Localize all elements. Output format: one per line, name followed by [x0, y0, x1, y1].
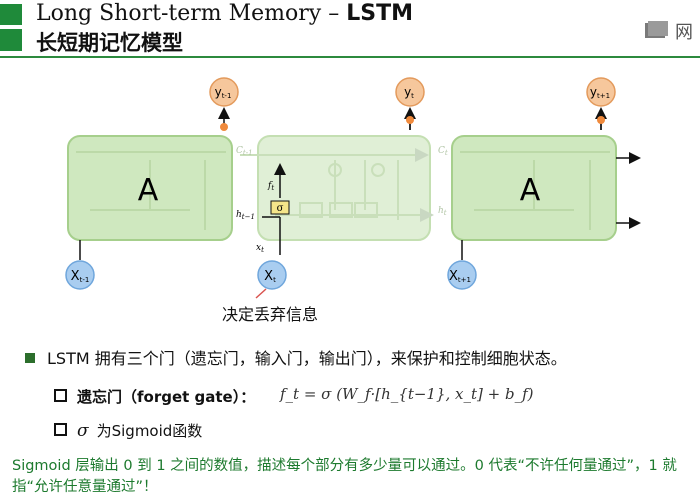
input-x-t: Xt [255, 260, 287, 299]
svg-text:Xt: Xt [264, 269, 276, 284]
label-h-prev: ht−1 [236, 210, 255, 221]
diagram-caption: 决定丢弃信息 [222, 305, 319, 324]
input-x-t-minus-1: Xt-1 [65, 240, 95, 290]
title-chinese: 长短期记忆模型 [36, 31, 183, 55]
svg-text:yt-1: yt-1 [215, 85, 232, 100]
checkbox-icon [54, 389, 67, 402]
bullet-square-icon [25, 353, 35, 363]
bullet-main: LSTM 拥有三个门（遗忘门，输入门，输出门），来保护和控制细胞状态。 [25, 345, 567, 369]
header-accent-bottom [0, 29, 22, 51]
output-y-t-plus-1: yt+1 [586, 77, 616, 130]
header-divider [0, 56, 700, 58]
label-x-t: xt [256, 243, 264, 254]
header-accent-top [0, 4, 22, 25]
lstm-cell-left: A [67, 135, 233, 241]
pointer-arrow [255, 288, 267, 299]
svg-text:Xt-1: Xt-1 [71, 269, 90, 284]
svg-text:yt: yt [404, 85, 414, 100]
svg-text:yt+1: yt+1 [590, 85, 610, 100]
input-x-t-plus-1: Xt+1 [447, 240, 477, 290]
sigmoid-description: Sigmoid 层输出 0 到 1 之间的数值，描述每个部分有多少量可以通过。0… [12, 458, 677, 495]
label-h-next: ht [438, 206, 447, 217]
svg-text:Xt+1: Xt+1 [449, 269, 471, 284]
title-english: Long Short-term Memory – LSTM [36, 1, 413, 26]
cell-label: A [520, 173, 541, 208]
output-y-t: yt [395, 77, 425, 130]
label-c-next: Ct [438, 146, 448, 157]
label-c-prev: Ct-1 [236, 146, 253, 157]
cell-label: A [138, 173, 159, 208]
checkbox-icon [54, 423, 67, 436]
label-f-t: ft [267, 181, 274, 192]
lstm-diagram: A σ ft ht−1 xt Ct-1 Ct ht [65, 77, 641, 299]
gate-sigma: σ [277, 203, 284, 214]
output-y-t-minus-1: yt-1 [209, 77, 239, 131]
lstm-cell-middle: σ ft ht−1 xt Ct-1 Ct ht [236, 135, 448, 255]
forget-gate-formula: f_t = σ (W_f·[h_{t−1}, x_t] + b_f) [280, 385, 534, 403]
sub-bullet-forget-gate: 遗忘门（forget gate）： [54, 386, 255, 407]
book-icon [645, 21, 668, 38]
corner-watermark-text: 网 [675, 22, 693, 43]
lstm-cell-right: A [451, 135, 617, 241]
